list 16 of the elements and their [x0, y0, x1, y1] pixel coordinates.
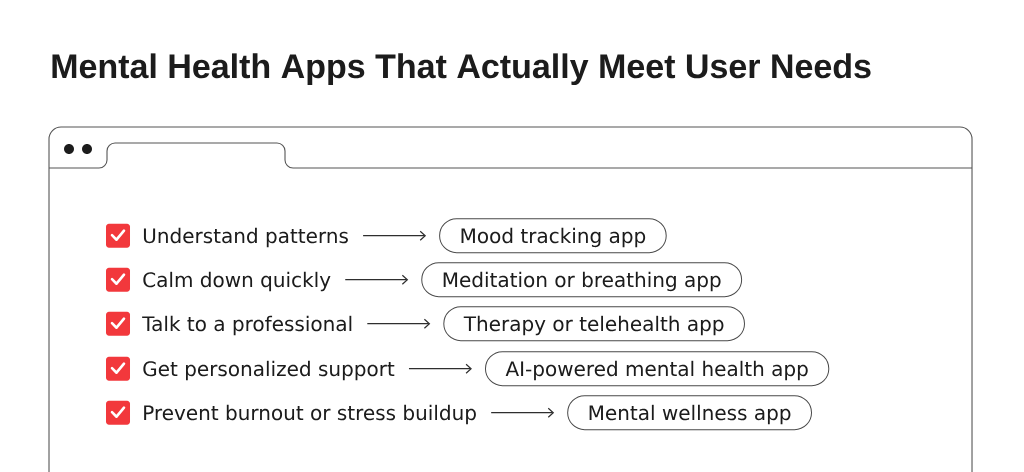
app-pill: Mood tracking app	[439, 218, 667, 254]
arrow	[408, 363, 472, 374]
item-text: Understand patterns	[143, 227, 348, 248]
item-text: Prevent burnout or stress buildup	[144, 404, 476, 425]
item-text: Talk to a professional	[142, 315, 352, 336]
app-pill: Mental wellness app	[567, 395, 812, 431]
app-pill: AI-powered mental health app	[485, 351, 830, 387]
arrow	[362, 230, 427, 241]
item-text: Calm down quickly	[143, 271, 331, 292]
app-pill: Meditation or breathing app	[421, 262, 743, 298]
arrow	[366, 318, 431, 329]
app-pill: Therapy or telehealth app	[443, 306, 745, 342]
item-text: Get personalized support	[143, 360, 395, 381]
title: Mental Health Apps That Actually Meet User Needs	[52, 53, 871, 86]
arrow	[490, 407, 555, 418]
arrow	[344, 274, 409, 285]
